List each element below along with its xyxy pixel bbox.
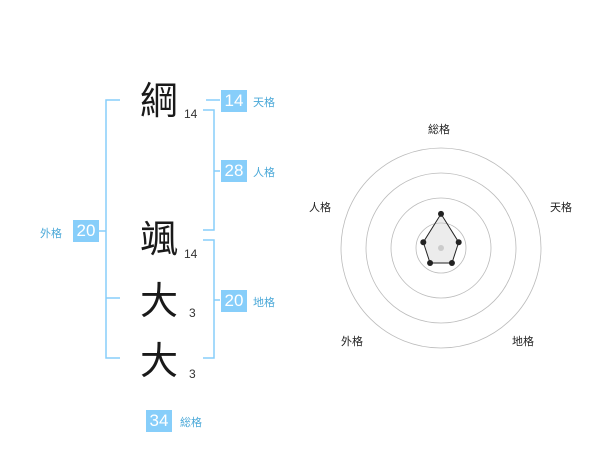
stroke-count-1: 14	[184, 107, 198, 121]
gaikaku-value: 20	[73, 220, 99, 242]
chikaku-value: 20	[221, 290, 247, 312]
radar-axis-label-chikaku: 地格	[512, 335, 534, 348]
soukaku-value: 34	[146, 410, 172, 432]
name-character-3: 大	[140, 279, 179, 323]
radar-point-4	[427, 260, 434, 267]
stroke-count-2: 14	[184, 247, 198, 261]
radar-point-3	[448, 260, 455, 267]
chikaku-label: 地格	[253, 296, 275, 309]
radar-polygon	[422, 212, 460, 264]
tenkaku-value: 14	[221, 90, 247, 112]
radar-ring	[390, 197, 492, 299]
name-character-1: 綱	[140, 79, 179, 123]
radar-point-5	[420, 239, 427, 246]
stroke-count-3: 3	[189, 306, 196, 320]
name-character-4: 大	[140, 339, 179, 383]
radar-axis-label-gaikaku: 外格	[341, 335, 363, 348]
soukaku-label: 総格	[180, 416, 202, 429]
radar-center	[438, 245, 444, 251]
radar-ring	[415, 222, 467, 274]
name-character-2: 颯	[140, 217, 179, 261]
tenkaku-label: 天格	[253, 96, 275, 109]
radar-axis-label-jinkaku: 人格	[309, 201, 331, 214]
radar-axis-label-soukaku: 総格	[428, 123, 450, 136]
radar-axis-label-tenkaku: 天格	[550, 201, 572, 214]
radar-point-2	[455, 239, 462, 246]
radar-point-1	[438, 210, 444, 217]
gaikaku-label: 外格	[40, 227, 62, 240]
jinkaku-label: 人格	[253, 166, 275, 179]
radar-ring	[340, 147, 542, 349]
radar-ring	[365, 172, 517, 324]
jinkaku-value: 28	[221, 160, 247, 182]
stroke-count-4: 3	[189, 367, 196, 381]
